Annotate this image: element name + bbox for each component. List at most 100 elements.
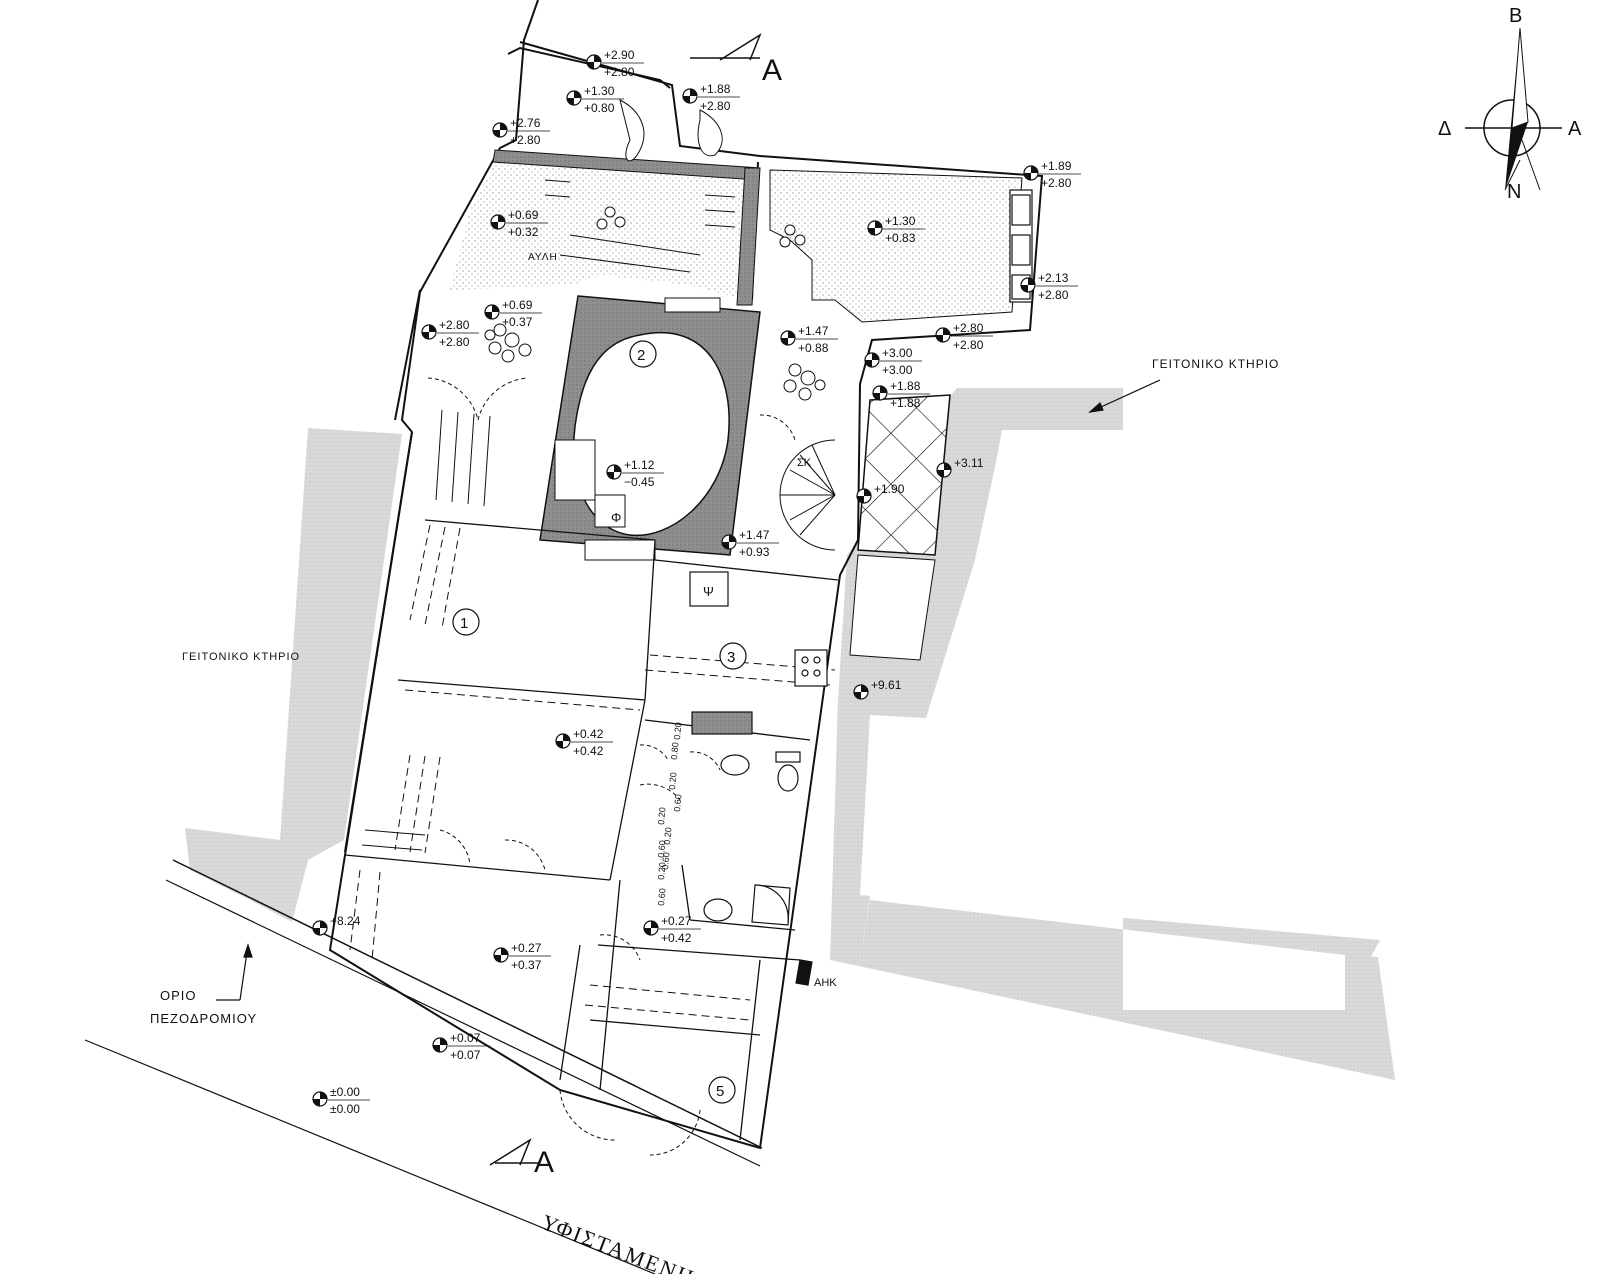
level-marker-quadrant — [320, 921, 327, 928]
level-marker-quadrant — [690, 89, 697, 96]
level-marker-quadrant — [861, 685, 868, 692]
level-marker-quadrant — [937, 470, 944, 477]
level-marker: +3.00+3.00 — [864, 346, 922, 377]
level-marker-quadrant — [729, 535, 736, 542]
dimension-label: 0.60 — [656, 840, 667, 858]
level-value-bottom: +0.37 — [511, 958, 542, 972]
plants — [484, 99, 826, 401]
level-marker: +0.27+0.42 — [643, 914, 701, 945]
level-value-bottom: +2.80 — [1038, 288, 1069, 302]
level-marker: +2.80+2.80 — [421, 318, 479, 349]
level-marker-quadrant — [854, 692, 861, 699]
neighbor-building-label-left: ΓΕΙΤΟΝΙΚΟ ΚΤΗΡΙΟ — [182, 651, 300, 663]
level-marker: +2.80+2.80 — [935, 321, 993, 352]
level-marker-quadrant — [683, 96, 690, 103]
level-marker-quadrant — [865, 360, 872, 367]
level-value-top: +2.80 — [953, 321, 984, 335]
level-value-bottom: +0.32 — [508, 225, 539, 239]
level-marker: +3.11 — [936, 456, 984, 478]
stone-walls — [492, 149, 761, 306]
ahk-label: ΑΗΚ — [814, 977, 837, 989]
yard-label: ΑΥΛΗ — [528, 252, 558, 263]
level-marker: +1.47+0.93 — [721, 528, 779, 559]
level-value-top: +1.30 — [885, 214, 916, 228]
level-marker: +0.07+0.07 — [432, 1031, 490, 1062]
level-value-bottom: +0.42 — [573, 744, 604, 758]
level-value-top: +0.69 — [508, 208, 539, 222]
level-marker: +2.76+2.80 — [492, 116, 550, 147]
level-marker: +0.69+0.37 — [484, 298, 542, 329]
level-marker-quadrant — [485, 312, 492, 319]
level-value-top: +1.88 — [890, 379, 921, 393]
dimension-label: 0.60 — [672, 794, 683, 812]
room-number-1: 1 — [460, 615, 468, 632]
level-marker: +0.69 +0.32 — [490, 208, 548, 239]
neighbor-building-label-right: ΓΕΙΤΟΝΙΚΟ ΚΤΗΡΙΟ — [1152, 357, 1279, 371]
level-value-top: +3.00 — [882, 346, 913, 360]
level-value-top: +0.27 — [661, 914, 692, 928]
level-marker-quadrant — [574, 91, 581, 98]
level-marker: ±0.00±0.00 — [312, 1085, 370, 1116]
dimension-label: 0.80 — [669, 742, 680, 760]
level-value-top: +0.42 — [573, 727, 604, 741]
level-value-bottom: +2.80 — [510, 133, 541, 147]
level-value-top: +1.47 — [798, 324, 829, 338]
level-value-bottom: +2.80 — [700, 99, 731, 113]
level-marker: +0.27+0.37 — [493, 941, 551, 972]
level-marker-quadrant — [857, 496, 864, 503]
leader-arrows — [216, 379, 1161, 1001]
level-marker-quadrant — [1024, 173, 1031, 180]
level-marker: +1.30+0.80 — [566, 84, 624, 115]
section-label-top: A — [762, 54, 782, 87]
level-marker-quadrant — [422, 332, 429, 339]
level-value-top: +8.24 — [330, 914, 361, 928]
room-number-2: 2 — [637, 347, 645, 364]
dashed-beams — [349, 524, 836, 1021]
compass-south-label: N — [1507, 181, 1521, 203]
sidewalk-label-line1: ΟΡΙΟ — [160, 988, 197, 1003]
level-marker: +1.30+0.83 — [867, 214, 925, 245]
compass-east-label: A — [1568, 118, 1582, 140]
level-marker-quadrant — [587, 62, 594, 69]
level-marker: +0.42 +0.42 — [555, 727, 613, 758]
section-marker-top — [690, 33, 762, 61]
level-marker-quadrant — [498, 215, 505, 222]
level-value-top: +9.61 — [871, 678, 902, 692]
tiled-area — [849, 394, 951, 661]
level-marker: +1.47+0.88 — [780, 324, 838, 355]
dimension-label: 0.20 — [656, 862, 667, 880]
courtyard-paving — [450, 158, 1023, 323]
level-marker-quadrant — [556, 741, 563, 748]
level-marker-quadrant — [429, 325, 436, 332]
level-marker-quadrant — [594, 55, 601, 62]
level-marker-quadrant — [781, 338, 788, 345]
compass-west-label: Δ — [1438, 118, 1451, 140]
level-value-top: +2.90 — [604, 48, 635, 62]
level-marker-quadrant — [491, 222, 498, 229]
level-marker-quadrant — [567, 98, 574, 105]
level-value-bottom: +0.07 — [450, 1048, 481, 1062]
level-value-bottom: −0.45 — [624, 475, 655, 489]
level-marker-quadrant — [500, 123, 507, 130]
dimension-label: 0.60 — [656, 888, 667, 906]
level-value-top: ±0.00 — [330, 1085, 360, 1099]
level-value-bottom: +2.80 — [439, 335, 470, 349]
level-marker: +1.12−0.45 — [606, 458, 664, 489]
level-marker-quadrant — [1031, 166, 1038, 173]
compass-north-label: B — [1509, 5, 1522, 27]
dimension-label: 0.60 — [660, 852, 671, 870]
level-marker-quadrant — [493, 130, 500, 137]
dimension-label: 0.20 — [662, 827, 673, 845]
level-marker-quadrant — [936, 335, 943, 342]
level-marker-quadrant — [320, 1092, 327, 1099]
level-value-top: +1.30 — [584, 84, 615, 98]
level-marker-quadrant — [607, 472, 614, 479]
section-marker-bottom — [489, 1138, 540, 1166]
level-marker-quadrant — [872, 353, 879, 360]
level-marker: +2.90+2.80 — [586, 48, 644, 79]
level-marker: +9.61 — [853, 678, 902, 700]
sidewalk-label-line2: ΠΕΖΟΔΡΟΜΙΟΥ — [150, 1011, 257, 1026]
level-marker-quadrant — [644, 928, 651, 935]
level-value-top: +1.88 — [700, 82, 731, 96]
neighbor-building-right-mass — [830, 388, 1395, 1080]
